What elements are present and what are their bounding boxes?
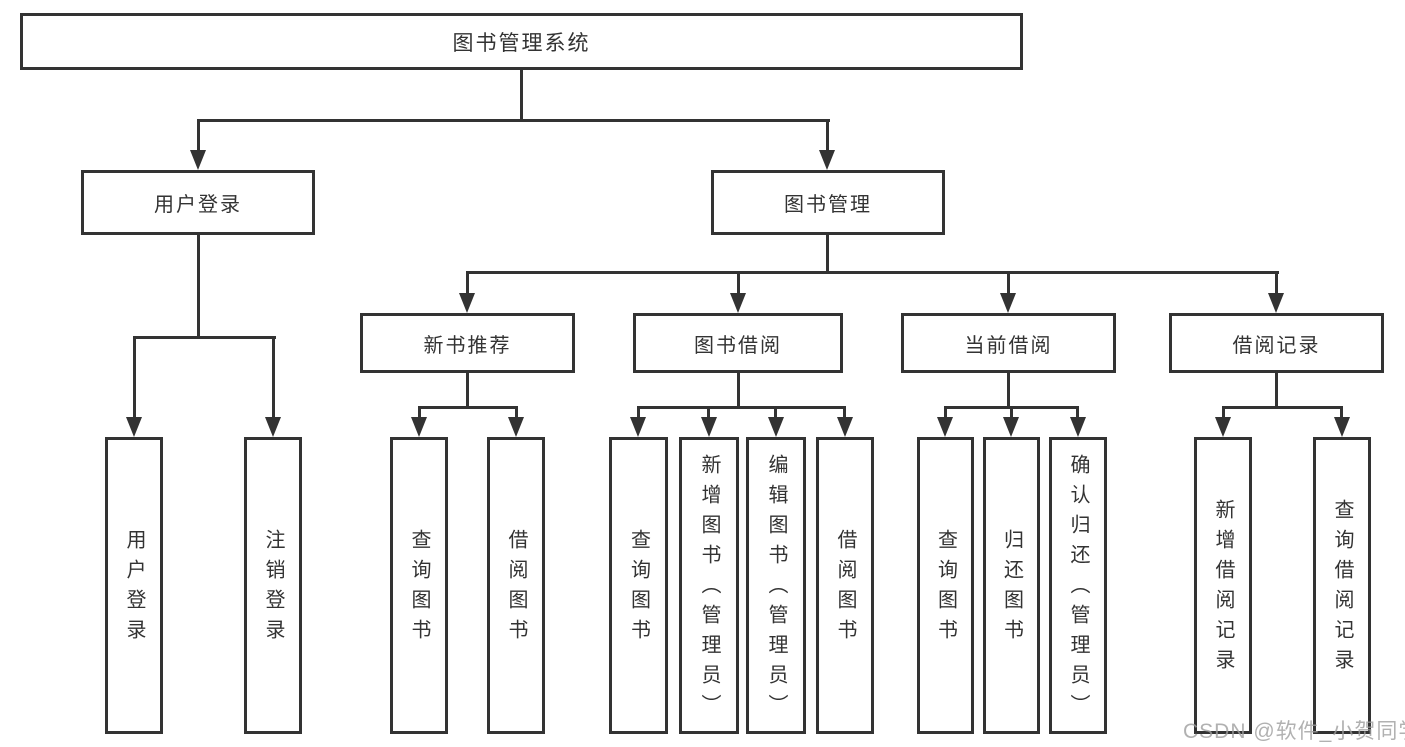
arrow-down-icon — [819, 150, 835, 170]
csdn-watermark: CSDN @软件_小贺同学 — [1183, 720, 1405, 743]
connector-line — [1010, 406, 1013, 417]
connector-line — [133, 336, 276, 339]
connector-line — [272, 336, 275, 417]
connector-line — [197, 235, 200, 339]
connector-line — [515, 406, 518, 417]
leaf-user-login: 用户登录 — [105, 437, 163, 734]
arrow-down-icon — [1070, 417, 1086, 437]
node-root: 图书管理系统 — [20, 13, 1023, 70]
connector-line — [466, 271, 1279, 274]
connector-line — [1275, 373, 1278, 409]
leaf-query-books-recommend: 查询图书 — [390, 437, 448, 734]
arrow-down-icon — [265, 417, 281, 437]
connector-line — [1275, 271, 1278, 293]
leaf-query-borrow-record: 查询借阅记录 — [1313, 437, 1371, 734]
connector-line — [843, 406, 846, 417]
connector-line — [466, 271, 469, 293]
connector-line — [737, 373, 740, 409]
arrow-down-icon — [1000, 293, 1016, 313]
connector-line — [944, 406, 947, 417]
node-user-login: 用户登录 — [81, 170, 315, 235]
leaf-add-books-admin: 新增图书（管理员） — [679, 437, 739, 734]
node-book-management: 图书管理 — [711, 170, 945, 235]
arrow-down-icon — [411, 417, 427, 437]
arrow-down-icon — [1334, 417, 1350, 437]
leaf-add-borrow-record: 新增借阅记录 — [1194, 437, 1252, 734]
connector-line — [197, 119, 200, 150]
connector-line — [520, 70, 523, 122]
connector-line — [133, 336, 136, 417]
leaf-query-books-borrow: 查询图书 — [609, 437, 668, 734]
connector-line — [826, 119, 829, 150]
connector-line — [1222, 406, 1343, 409]
arrow-down-icon — [1215, 417, 1231, 437]
arrow-down-icon — [1268, 293, 1284, 313]
arrow-down-icon — [190, 150, 206, 170]
leaf-return-books: 归还图书 — [983, 437, 1040, 734]
arrow-down-icon — [1003, 417, 1019, 437]
node-new-book-recommend: 新书推荐 — [360, 313, 575, 373]
arrow-down-icon — [937, 417, 953, 437]
connector-line — [418, 406, 421, 417]
leaf-query-books-current: 查询图书 — [917, 437, 974, 734]
connector-line — [197, 119, 830, 122]
connector-line — [1007, 373, 1010, 409]
connector-line — [1340, 406, 1343, 417]
arrow-down-icon — [837, 417, 853, 437]
arrow-down-icon — [630, 417, 646, 437]
connector-line — [637, 406, 640, 417]
connector-line — [466, 373, 469, 409]
connector-line — [1222, 406, 1225, 417]
arrow-down-icon — [126, 417, 142, 437]
leaf-edit-books-admin: 编辑图书（管理员） — [746, 437, 806, 734]
arrow-down-icon — [768, 417, 784, 437]
leaf-logout: 注销登录 — [244, 437, 302, 734]
node-borrow-records: 借阅记录 — [1169, 313, 1384, 373]
connector-line — [418, 406, 518, 409]
arrow-down-icon — [459, 293, 475, 313]
leaf-confirm-return-admin: 确认归还（管理员） — [1049, 437, 1107, 734]
connector-line — [1007, 271, 1010, 293]
node-book-borrow: 图书借阅 — [633, 313, 843, 373]
connector-line — [737, 271, 740, 293]
arrow-down-icon — [508, 417, 524, 437]
leaf-borrow-books-recommend: 借阅图书 — [487, 437, 545, 734]
arrow-down-icon — [730, 293, 746, 313]
connector-line — [774, 406, 777, 417]
node-current-borrow: 当前借阅 — [901, 313, 1116, 373]
arrow-down-icon — [701, 417, 717, 437]
connector-line — [1076, 406, 1079, 417]
leaf-borrow-books: 借阅图书 — [816, 437, 874, 734]
connector-line — [637, 406, 846, 409]
connector-line — [826, 235, 829, 274]
connector-line — [707, 406, 710, 417]
